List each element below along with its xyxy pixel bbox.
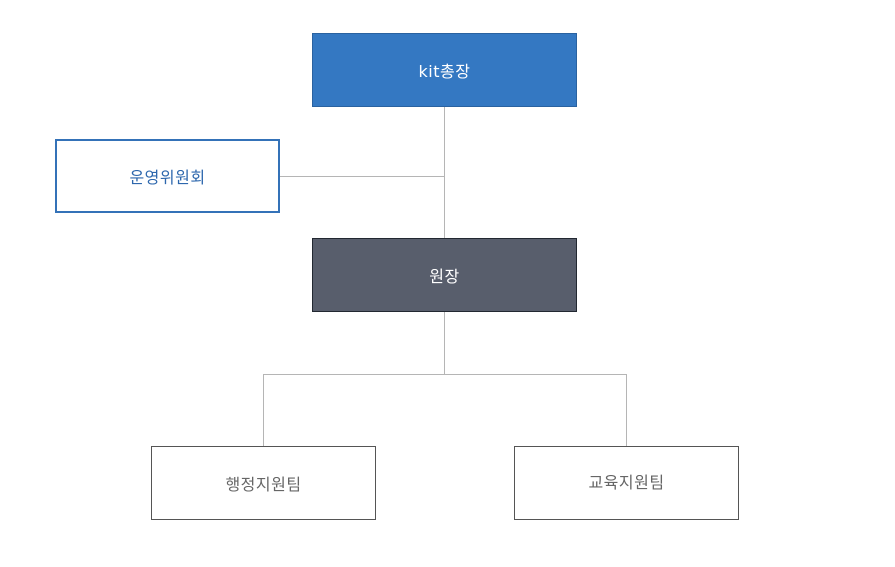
team-admin-box: 행정지원팀 [151, 446, 376, 520]
director-box: 원장 [312, 238, 577, 312]
connector-team-admin [263, 374, 264, 446]
team-edu-label: 교육지원팀 [588, 473, 665, 492]
connector-committee [280, 176, 445, 177]
president-label: kit총장 [418, 62, 471, 81]
director-label: 원장 [429, 267, 460, 286]
team-admin-label: 행정지원팀 [225, 475, 302, 494]
committee-label: 운영위원회 [129, 168, 206, 187]
connector-teams-horizontal [263, 374, 627, 375]
connector-president-director [444, 107, 445, 238]
president-box: kit총장 [312, 33, 577, 107]
connector-director-down [444, 312, 445, 374]
connector-team-edu [626, 374, 627, 446]
team-edu-box: 교육지원팀 [514, 446, 739, 520]
committee-box: 운영위원회 [55, 139, 280, 213]
